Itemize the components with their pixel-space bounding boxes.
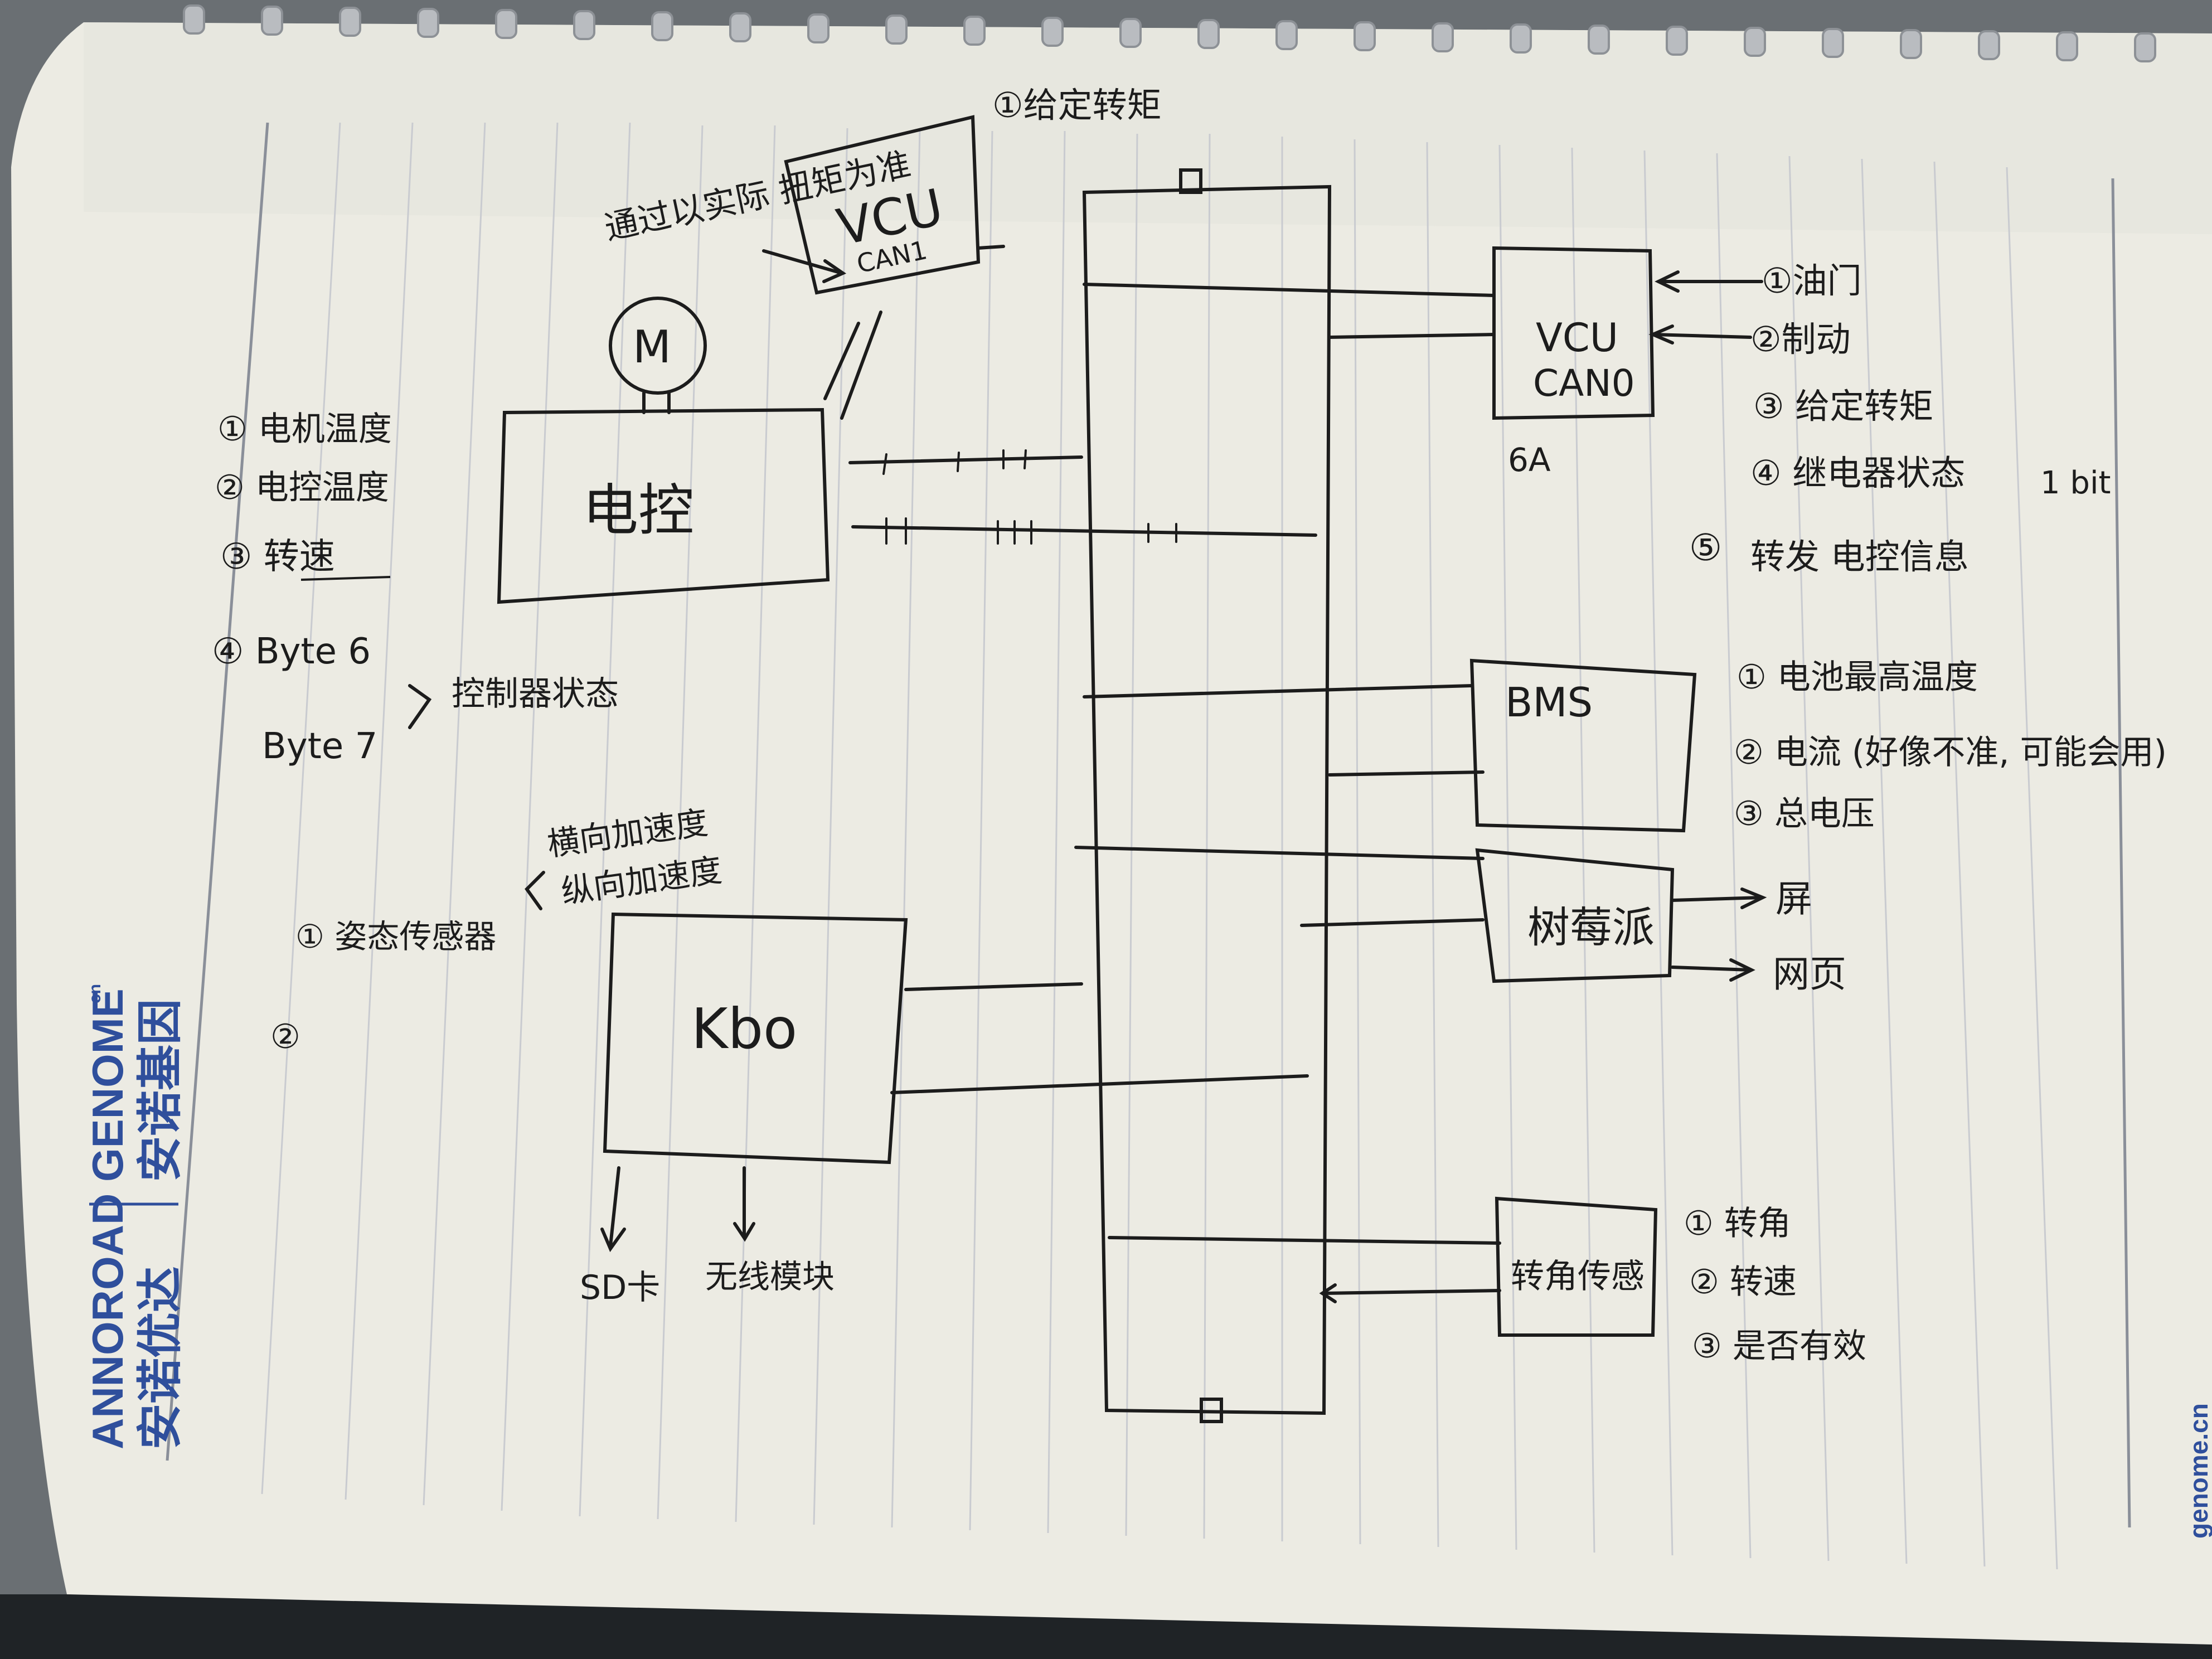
- tbox-bus-line-2: [890, 1074, 1309, 1094]
- margin-line-right: [2111, 178, 2131, 1528]
- brake-arrow: [1651, 333, 1752, 339]
- recorder-output-screen: 屏: [1776, 877, 1812, 920]
- vcu-right-box: [1492, 246, 1655, 420]
- bus-recorder-line-2: [1300, 918, 1485, 927]
- bms-box: [1469, 658, 1697, 833]
- vcu-signal-2: ②制动: [1750, 319, 1851, 360]
- controller-status-note: 控制器状态: [452, 675, 619, 714]
- spiral-binding: [183, 4, 2156, 62]
- bms-label: BMS: [1505, 679, 1593, 726]
- bus-steering-line-2: [1322, 1289, 1501, 1295]
- tbox-bus-line-1: [904, 982, 1083, 991]
- tbox-wireless-label: 无线模块: [705, 1258, 835, 1296]
- recorder-output-web: 网页: [1773, 953, 1846, 996]
- bus-vcu-line-2: [1328, 333, 1496, 339]
- controller-can-line-1: [848, 455, 1083, 464]
- motor-controller-label: 电控: [583, 478, 694, 543]
- bus-steering-line-1: [1108, 1236, 1501, 1245]
- can-bus-box: [1082, 185, 1332, 1415]
- brand-logo: ANNOROAD 安诺优达 GENOME cn 安诺基因: [83, 984, 187, 1449]
- vcu-signal-5-num: ⑤: [1689, 526, 1722, 569]
- controller-note-5: Byte 7: [262, 726, 377, 767]
- given-torque-note: ①给定转矩: [992, 85, 1162, 125]
- tbox-sd-arrow: [609, 1166, 620, 1248]
- vcu-controller-link-2: [840, 311, 882, 420]
- vcu-right-sublabel: CAN0: [1533, 362, 1635, 405]
- bms-signal-3: ③ 总电压: [1734, 794, 1875, 833]
- brand-genome-suffix: cn: [86, 984, 104, 1003]
- bms-signal-1: ① 电池最高温度: [1736, 658, 1978, 697]
- vcu-signal-bits: 1 bit: [2040, 465, 2111, 501]
- controller-note-4: ④ Byte 6: [212, 631, 371, 672]
- controller-can-line-2: [851, 525, 1317, 537]
- brand-genome-cn: 安诺基因: [134, 999, 187, 1182]
- brand-logo-cn: 安诺优达: [134, 1267, 187, 1449]
- vcu-top-box: [784, 115, 981, 295]
- bus-bms-line-1: [1083, 684, 1473, 698]
- recorder-label: 树莓派: [1527, 903, 1655, 952]
- steering-signal-1: ① 转角: [1684, 1204, 1791, 1243]
- motor-label: M: [633, 321, 671, 373]
- vcu-right-label: VCU: [1536, 315, 1618, 361]
- vcu-signal-5: 转发 电控信息: [1750, 536, 1969, 577]
- controller-note-2: ② 电控温度: [215, 468, 389, 507]
- side-watermark: genome.cn: [2184, 1403, 2212, 1539]
- steering-signal-2: ② 转速: [1689, 1263, 1797, 1302]
- diagram: [408, 115, 1767, 1423]
- vcu-signal-4: ④ 继电器状态: [1750, 453, 1965, 493]
- byte-brace: [408, 684, 432, 729]
- ruled-lines: [261, 122, 2058, 1570]
- tbox-sensor-note: ① 姿态传感器: [295, 918, 496, 955]
- accel-bracket: [525, 871, 545, 910]
- vcu-controller-link-1: [823, 322, 860, 400]
- tbox-sd-label: SD卡: [580, 1268, 660, 1307]
- bus-bms-line-2: [1328, 770, 1485, 777]
- bus-vcu-line-1: [1083, 283, 1496, 297]
- bms-signal-2: ② 电流 (好像不准, 可能会用): [1734, 733, 2167, 772]
- can-line-ticks: [882, 449, 1177, 545]
- steering-sensor-label: 转角传感: [1511, 1257, 1645, 1296]
- vcu-signal-3: ③ 给定转矩: [1753, 386, 1933, 426]
- tbox-label: Kbo: [691, 996, 797, 1061]
- vcu-right-note: 6A: [1508, 441, 1551, 479]
- motor-symbol: [609, 297, 707, 395]
- recorder-box: [1475, 848, 1675, 983]
- svg-text:genome.cn: genome.cn: [2184, 1403, 2212, 1539]
- bus-bottom-terminator: [1200, 1398, 1223, 1423]
- steering-signal-3: ③ 是否有效: [1692, 1327, 1866, 1366]
- vcu-signal-1: ①油门: [1762, 260, 1862, 301]
- notebook-page: [11, 4, 2212, 1645]
- tbox-box: [603, 912, 908, 1165]
- tbox-item-2: ②: [270, 1017, 300, 1056]
- vcu-top-arrow: [762, 249, 843, 275]
- controller-note-1: ① 电机温度: [217, 410, 392, 449]
- brand-logo-text: ANNOROAD: [83, 1194, 132, 1449]
- recorder-screen-arrow: [1671, 896, 1763, 902]
- brand-genome-text: GENOME: [83, 988, 132, 1182]
- bus-recorder-line-1: [1074, 846, 1485, 860]
- bus-top-terminator: [1179, 168, 1202, 194]
- controller-note-3: ③ 转速: [220, 536, 335, 578]
- motor-controller-box: [497, 408, 830, 604]
- margin-line-left: [166, 122, 269, 1461]
- recorder-web-arrow: [1671, 966, 1752, 972]
